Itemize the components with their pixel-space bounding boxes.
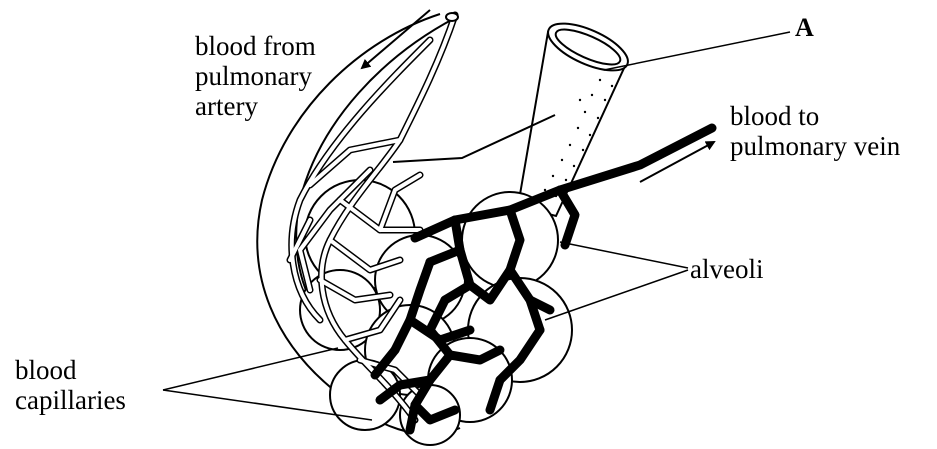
leader-alveoli-1 bbox=[560, 242, 688, 268]
artery-tube-end bbox=[446, 13, 458, 21]
leader-a bbox=[604, 32, 790, 70]
label-blood-from-line-3: artery bbox=[195, 91, 316, 121]
label-blood-capillaries: blood capillaries bbox=[15, 355, 126, 415]
label-blood-from-line-1: blood from bbox=[195, 31, 316, 61]
label-marker-a: A bbox=[795, 13, 814, 43]
label-blood-to-line-1: blood to bbox=[730, 101, 900, 131]
label-blood-from-pulmonary-artery: blood from pulmonary artery bbox=[195, 31, 316, 121]
label-blood-to-line-2: pulmonary vein bbox=[730, 131, 900, 161]
label-capillaries-line-1: blood bbox=[15, 355, 126, 385]
leader-alveoli-2 bbox=[545, 270, 688, 320]
label-blood-from-line-2: pulmonary bbox=[195, 61, 316, 91]
label-capillaries-line-2: capillaries bbox=[15, 385, 126, 415]
label-alveoli: alveoli bbox=[690, 254, 763, 284]
label-blood-to-pulmonary-vein: blood to pulmonary vein bbox=[730, 101, 900, 161]
